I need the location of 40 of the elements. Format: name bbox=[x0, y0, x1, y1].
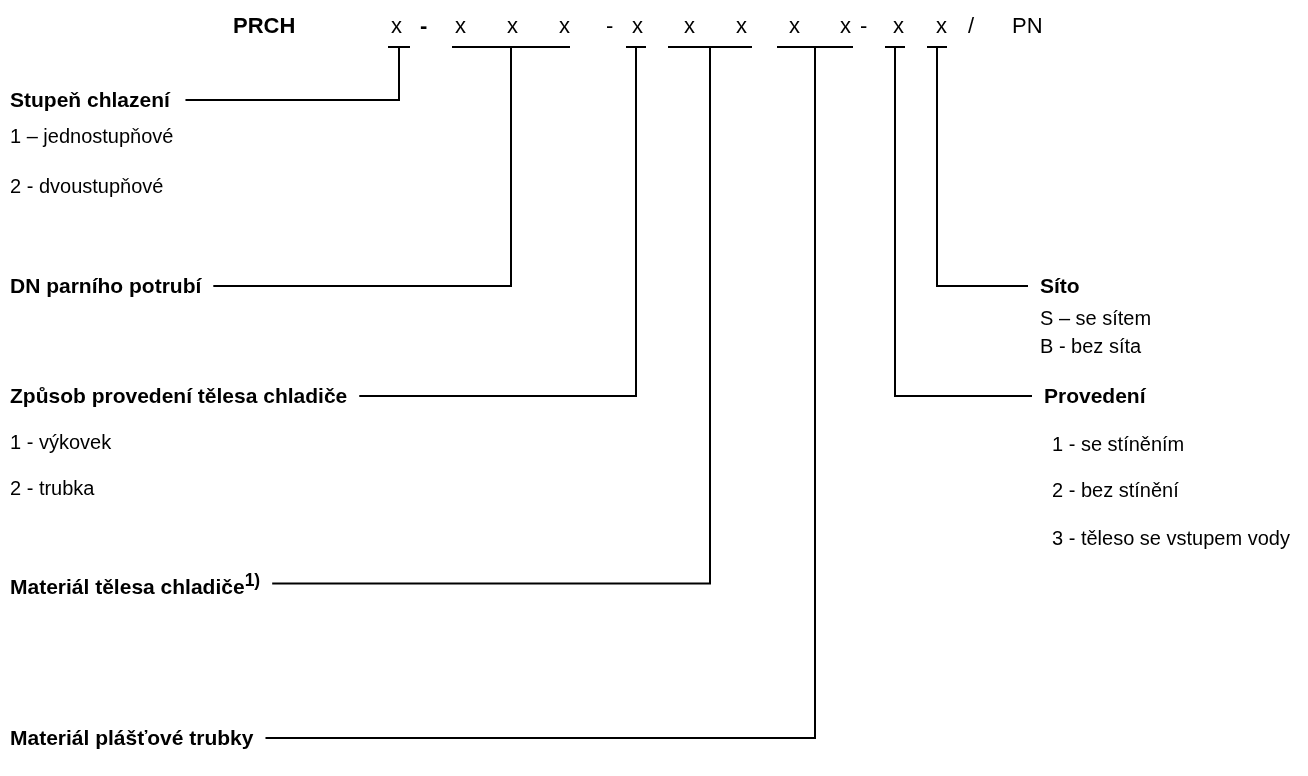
option-text: 1 - se stíněním bbox=[1052, 432, 1186, 456]
code-letter: x bbox=[455, 12, 466, 40]
leader-line bbox=[184, 47, 400, 101]
code-letter: x bbox=[736, 12, 747, 40]
code-letter: x bbox=[789, 12, 800, 40]
option-text: 2 - dvoustupňové bbox=[10, 174, 165, 198]
field-heading: Způsob provedení tělesa chladiče bbox=[10, 384, 348, 408]
type-code-prefix: PRCH bbox=[233, 12, 296, 40]
option-text: 2 - trubka bbox=[10, 476, 96, 500]
code-letter: x bbox=[840, 12, 851, 40]
option-text: 3 - těleso se vstupem vody bbox=[1052, 526, 1290, 550]
option-text: 1 - výkovek bbox=[10, 430, 113, 454]
leader-line bbox=[936, 47, 1029, 287]
code-letter: x bbox=[507, 12, 518, 40]
option-text: S – se sítem bbox=[1040, 306, 1152, 330]
code-letter: x bbox=[559, 12, 570, 40]
option-text: B - bez síta bbox=[1040, 334, 1143, 358]
field-heading: Materiál tělesa chladiče$^{1)}$ bbox=[10, 569, 261, 599]
leader-line bbox=[271, 47, 711, 585]
code-text: PN bbox=[1012, 12, 1043, 40]
code-text: - bbox=[420, 12, 428, 40]
option-text: 1 – jednostupňové bbox=[10, 124, 174, 148]
code-text: / bbox=[968, 12, 975, 40]
code-letter: x bbox=[391, 12, 402, 40]
code-letter: x bbox=[893, 12, 904, 40]
code-letter: x bbox=[936, 12, 947, 40]
field-heading: Provedení bbox=[1044, 384, 1147, 408]
code-letter: x bbox=[632, 12, 643, 40]
leader-line bbox=[358, 47, 637, 397]
field-heading: DN parního potrubí bbox=[10, 274, 202, 298]
leader-line bbox=[212, 47, 512, 287]
leader-line bbox=[894, 47, 1033, 397]
field-heading: Materiál plášťové trubky bbox=[10, 726, 254, 750]
field-heading: Síto bbox=[1040, 274, 1081, 298]
option-text: 2 - bez stínění bbox=[1052, 478, 1180, 502]
code-text: - bbox=[860, 12, 868, 40]
code-text: - bbox=[606, 12, 614, 40]
leader-line bbox=[264, 47, 816, 739]
code-letter: x bbox=[684, 12, 695, 40]
field-heading: Stupeň chlazení bbox=[10, 88, 172, 112]
